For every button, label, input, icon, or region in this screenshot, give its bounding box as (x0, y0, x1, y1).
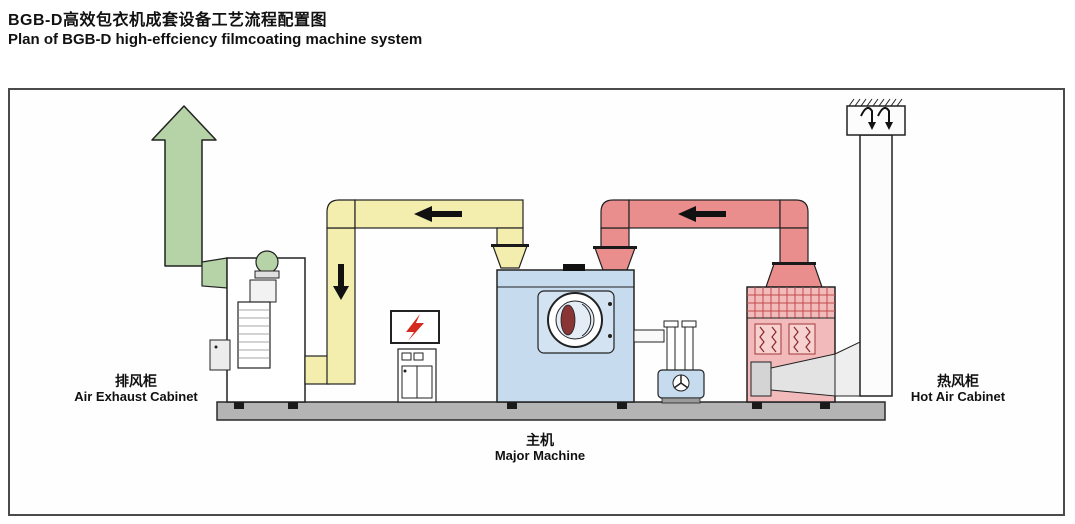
side-control-box (209, 339, 231, 371)
exhaust-return-duct (304, 199, 529, 385)
intake-arrow-icon (860, 106, 873, 123)
flow-arrow-down-icon (333, 264, 349, 300)
air-exhaust-cabinet (209, 250, 306, 409)
machine-platform (216, 401, 886, 421)
label-hot-air-cabinet: 热风柜 Hot Air Cabinet (868, 373, 1048, 405)
control-panel (390, 310, 440, 403)
label-major-machine-zh: 主机 (526, 432, 554, 448)
heating-coil (788, 323, 816, 355)
hot-air-cabinet (746, 286, 836, 409)
blower-box (750, 361, 772, 397)
filter-cartridge (237, 301, 271, 369)
label-major-machine-en: Major Machine (494, 448, 586, 463)
lightning-icon (406, 314, 424, 341)
label-hot-air-cabinet-en: Hot Air Cabinet (910, 389, 1006, 404)
agitator-pump (657, 320, 705, 404)
flow-diagram-frame: 排风柜 Air Exhaust Cabinet 主机 Major Machine… (8, 88, 1065, 516)
exhaust-arrow-up-icon (151, 105, 217, 267)
intake-vent-box (846, 105, 906, 136)
label-hot-air-cabinet-zh: 热风柜 (937, 373, 979, 389)
flow-arrow-left-icon (414, 206, 462, 222)
motor-icon (255, 250, 279, 274)
intake-arrow-icon (877, 106, 890, 123)
label-air-exhaust-cabinet: 排风柜 Air Exhaust Cabinet (46, 373, 226, 405)
fresh-air-duct (834, 98, 906, 397)
flow-diagram (151, 98, 906, 421)
label-air-exhaust-cabinet-zh: 排风柜 (115, 373, 157, 389)
hot-air-duct (593, 199, 823, 288)
major-machine (496, 264, 665, 409)
label-major-machine: 主机 Major Machine (450, 432, 630, 464)
page-title-zh: BGB-D高效包衣机成套设备工艺流程配置图 (8, 12, 327, 29)
flow-arrow-left-icon (678, 206, 726, 222)
heating-coil (754, 323, 782, 355)
label-air-exhaust-cabinet-en: Air Exhaust Cabinet (74, 389, 198, 404)
exhaust-stack-duct (151, 105, 228, 289)
page-title-en: Plan of BGB-D high-effciency filmcoating… (8, 31, 423, 48)
